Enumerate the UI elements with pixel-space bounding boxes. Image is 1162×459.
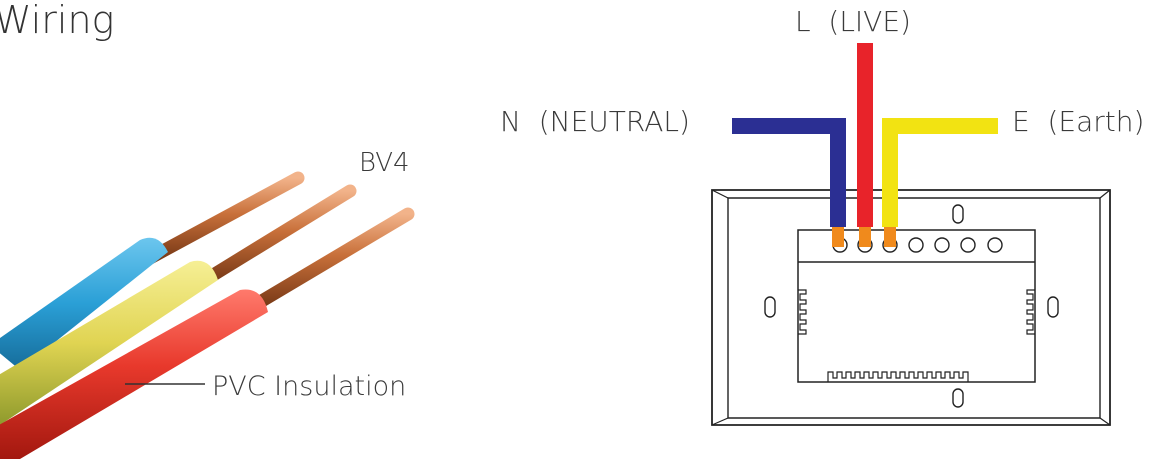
switch-diagram bbox=[711, 43, 1111, 426]
left-clip bbox=[798, 289, 807, 335]
copper-wire-red bbox=[248, 207, 415, 312]
insulated-cores bbox=[0, 237, 268, 459]
mount-slot-top bbox=[952, 204, 964, 224]
neutral-wire bbox=[732, 118, 846, 227]
plate-corner bbox=[1099, 189, 1111, 199]
yellow-core bbox=[0, 260, 218, 425]
switch-plate-outline bbox=[711, 189, 1111, 426]
plate-corner bbox=[711, 189, 729, 199]
earth-terminal bbox=[884, 227, 896, 247]
switch-module bbox=[797, 229, 1036, 383]
blue-core bbox=[0, 237, 168, 370]
plate-corner bbox=[1099, 417, 1111, 426]
live-label: L (LIVE) bbox=[795, 5, 911, 38]
earth-wire bbox=[882, 118, 998, 227]
mount-slot-bottom bbox=[952, 388, 964, 408]
plate-corner bbox=[711, 417, 729, 426]
cable-type-label: BV4 bbox=[359, 148, 410, 178]
neutral-label: N (NEUTRAL) bbox=[500, 105, 690, 138]
copper-wire-blue bbox=[143, 171, 305, 265]
terminal-holes bbox=[832, 237, 1003, 253]
copper-wire-yellow bbox=[198, 184, 357, 287]
live-terminal bbox=[859, 227, 871, 247]
page-title: Wiring bbox=[0, 0, 115, 42]
earth-label: E (Earth) bbox=[1012, 105, 1145, 138]
right-clip bbox=[1026, 289, 1035, 335]
mount-slot-left bbox=[764, 296, 776, 318]
neutral-terminal bbox=[832, 227, 844, 247]
mount-slot-right bbox=[1047, 296, 1059, 318]
bottom-comb bbox=[827, 371, 969, 382]
switch-plate-inner bbox=[727, 197, 1101, 419]
red-core bbox=[0, 289, 268, 459]
pvc-insulation-label: PVC Insulation bbox=[212, 371, 407, 402]
copper-conductors bbox=[143, 171, 415, 312]
